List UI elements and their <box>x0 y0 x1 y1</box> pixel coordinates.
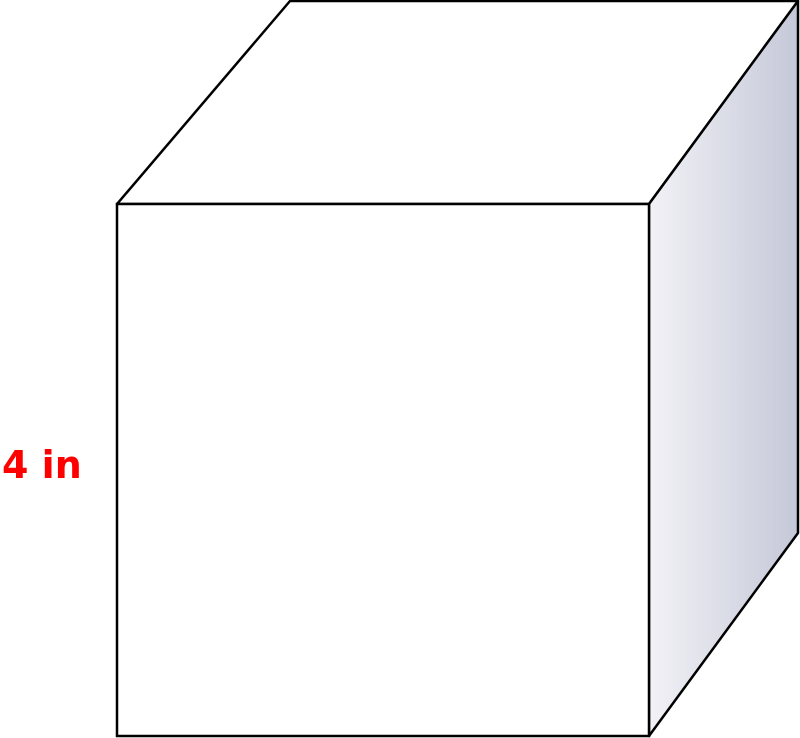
side-length-label: 4 in <box>2 443 82 487</box>
cube-front-face <box>115 202 651 738</box>
